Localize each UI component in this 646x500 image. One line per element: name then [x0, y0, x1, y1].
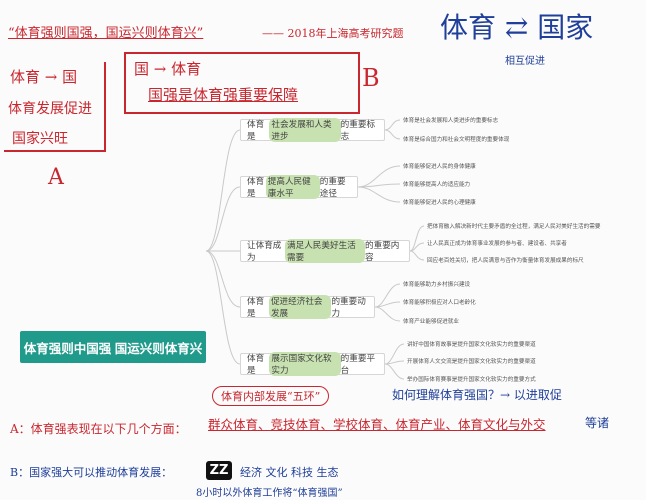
leaf-2-2: 体育能够提高人的适应能力	[403, 182, 471, 188]
line-b-prefix: B：国家强大可以推动体育发展：	[10, 466, 173, 479]
leaf-2-1: 体育能够促进人民的身体健康	[403, 164, 476, 170]
branch-2: 体育是提高人民健康水平的重要途径	[240, 175, 358, 199]
note-b-line1: 国 → 体育	[134, 60, 202, 78]
branch-4: 体育是促进经济社会发展的重要动力	[240, 295, 375, 319]
leaf-3-2: 让人民真正成为体育事业发展的参与者、建设者、共享者	[427, 241, 567, 247]
mind-map: 体育强则中国强 国运兴则体育兴 体育是社会发展和人类进步的重要标志 体育是提高人…	[0, 96, 646, 396]
zz-badge: ZZ	[206, 461, 232, 480]
note-b-line2: 国强是体育强重要保障	[148, 86, 299, 104]
branch-2-post: 的重要途径	[319, 176, 346, 198]
branch-5-post: 的重要平台	[340, 353, 376, 375]
line-b-second: 8小时以外体育工作将“体育强国”	[196, 488, 343, 499]
branch-3: 让体育成为满足人民美好生活需要的重要内容	[240, 239, 410, 263]
branch-1-post: 的重要标志	[340, 119, 376, 141]
leaf-1-1: 体育是社会发展和人类进步的重要标志	[403, 118, 499, 124]
branch-5-highlight: 展示国家文化软实力	[269, 352, 341, 376]
branch-1: 体育是社会发展和人类进步的重要标志	[240, 118, 385, 142]
leaf-5-3: 举办国际体育赛事是提升国家文化软实力的重要方式	[407, 377, 536, 383]
branch-2-pre: 体育是	[247, 176, 265, 198]
note-a-line1: 体育 → 国	[10, 68, 78, 86]
leaf-4-1: 体育能够助力乡村振兴建设	[403, 282, 471, 288]
branch-4-highlight: 促进经济社会发展	[268, 295, 332, 319]
line-a-end: 等诸	[585, 416, 610, 430]
line-b-main: 经济 文化 科技 生态	[240, 466, 339, 479]
label-a: A	[48, 165, 64, 190]
note-a-line3: 国家兴旺	[12, 131, 68, 147]
branch-1-highlight: 社会发展和人类进步	[269, 118, 341, 142]
branch-5: 体育是展示国家文化软实力的重要平台	[240, 352, 385, 376]
branch-1-pre: 体育是	[247, 119, 265, 141]
line-a-prefix: A：体育强表现在以下几个方面：	[10, 422, 187, 436]
line-a-main: 群众体育、竞技体育、学校体育、体育产业、体育文化与外交	[208, 417, 546, 432]
branch-5-pre: 体育是	[247, 353, 265, 375]
leaf-5-1: 讲好中国体育故事是提升国家文化软实力的重要渠道	[407, 342, 536, 348]
note-a-line2: 体育发展促进	[8, 101, 92, 117]
branch-3-pre: 让体育成为	[247, 240, 282, 262]
branch-4-pre: 体育是	[247, 296, 265, 318]
leaf-4-2: 体育能够积极应对人口老龄化	[403, 300, 476, 306]
leaf-1-2: 体育是综合国力和社会文明程度的重要体现	[403, 137, 510, 143]
right-subtitle: 相互促进	[505, 56, 545, 67]
branch-4-post: 的重要动力	[331, 296, 366, 318]
below-map-right-note: 如何理解体育强国？→ 以进取促	[392, 388, 562, 402]
note-box-b	[124, 52, 360, 114]
leaf-3-3: 回应老百姓关切，把人民满意与否作为衡量体育发展成果的标尺	[427, 258, 584, 264]
leaf-4-3: 体育产业能够促进就业	[403, 319, 459, 325]
branch-3-highlight: 满足人民美好生活需要	[285, 239, 365, 263]
label-b: B	[362, 64, 380, 92]
top-quote-source: —— 2018年上海高考研究题	[262, 27, 404, 40]
mind-map-root: 体育强则中国强 国运兴则体育兴	[20, 331, 206, 363]
leaf-2-3: 体育能够促进人民的心理健康	[403, 200, 476, 206]
branch-3-post: 的重要内容	[365, 240, 400, 262]
mind-map-connectors	[205, 119, 425, 380]
note-box-a	[4, 62, 106, 152]
leaf-5-2: 开展体育人文交流是提升国家文化软实力的重要渠道	[407, 359, 536, 365]
below-map-note: 体育内部发展“五环”	[212, 386, 330, 406]
top-quote: “体育强则国强，国运兴则体育兴”	[8, 26, 204, 41]
leaf-3-1: 把体育融入解决新时代主要矛盾的全过程，满足人民对美好生活的需要	[427, 224, 601, 230]
branch-2-highlight: 提高人民健康水平	[265, 175, 320, 199]
right-title: 体育 ⇄ 国家	[440, 11, 594, 44]
